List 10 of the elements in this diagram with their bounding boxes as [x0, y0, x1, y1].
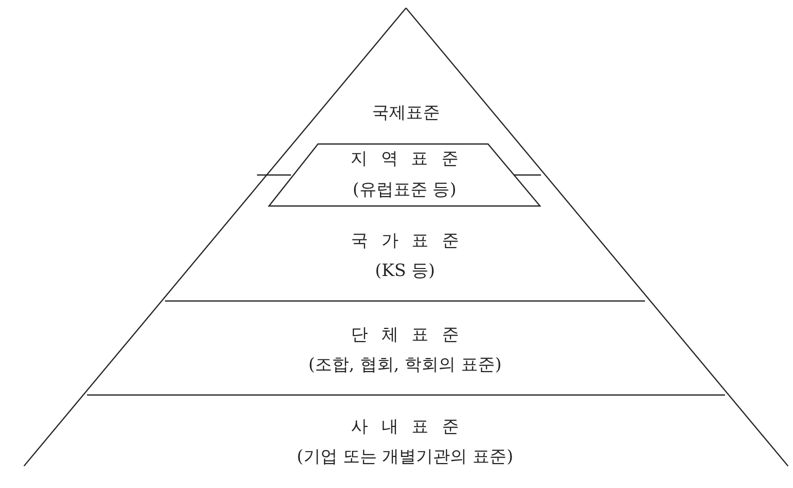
- level-note: (KS 등): [374, 260, 435, 283]
- level-title: 지 역 표 준: [350, 148, 459, 171]
- level-title: 국 가 표 준: [350, 230, 460, 253]
- level-note: (기업 또는 개별기관의 표준): [296, 446, 514, 469]
- level-title: 사 내 표 준: [350, 416, 460, 439]
- trapezoid-band: [268, 143, 541, 207]
- level-title: 단 체 표 준: [350, 324, 460, 347]
- level-title: 국제표준: [372, 102, 440, 125]
- level-note: (유럽표준 등): [352, 179, 456, 202]
- level-note: (조합, 협회, 학회의 표준): [308, 354, 502, 377]
